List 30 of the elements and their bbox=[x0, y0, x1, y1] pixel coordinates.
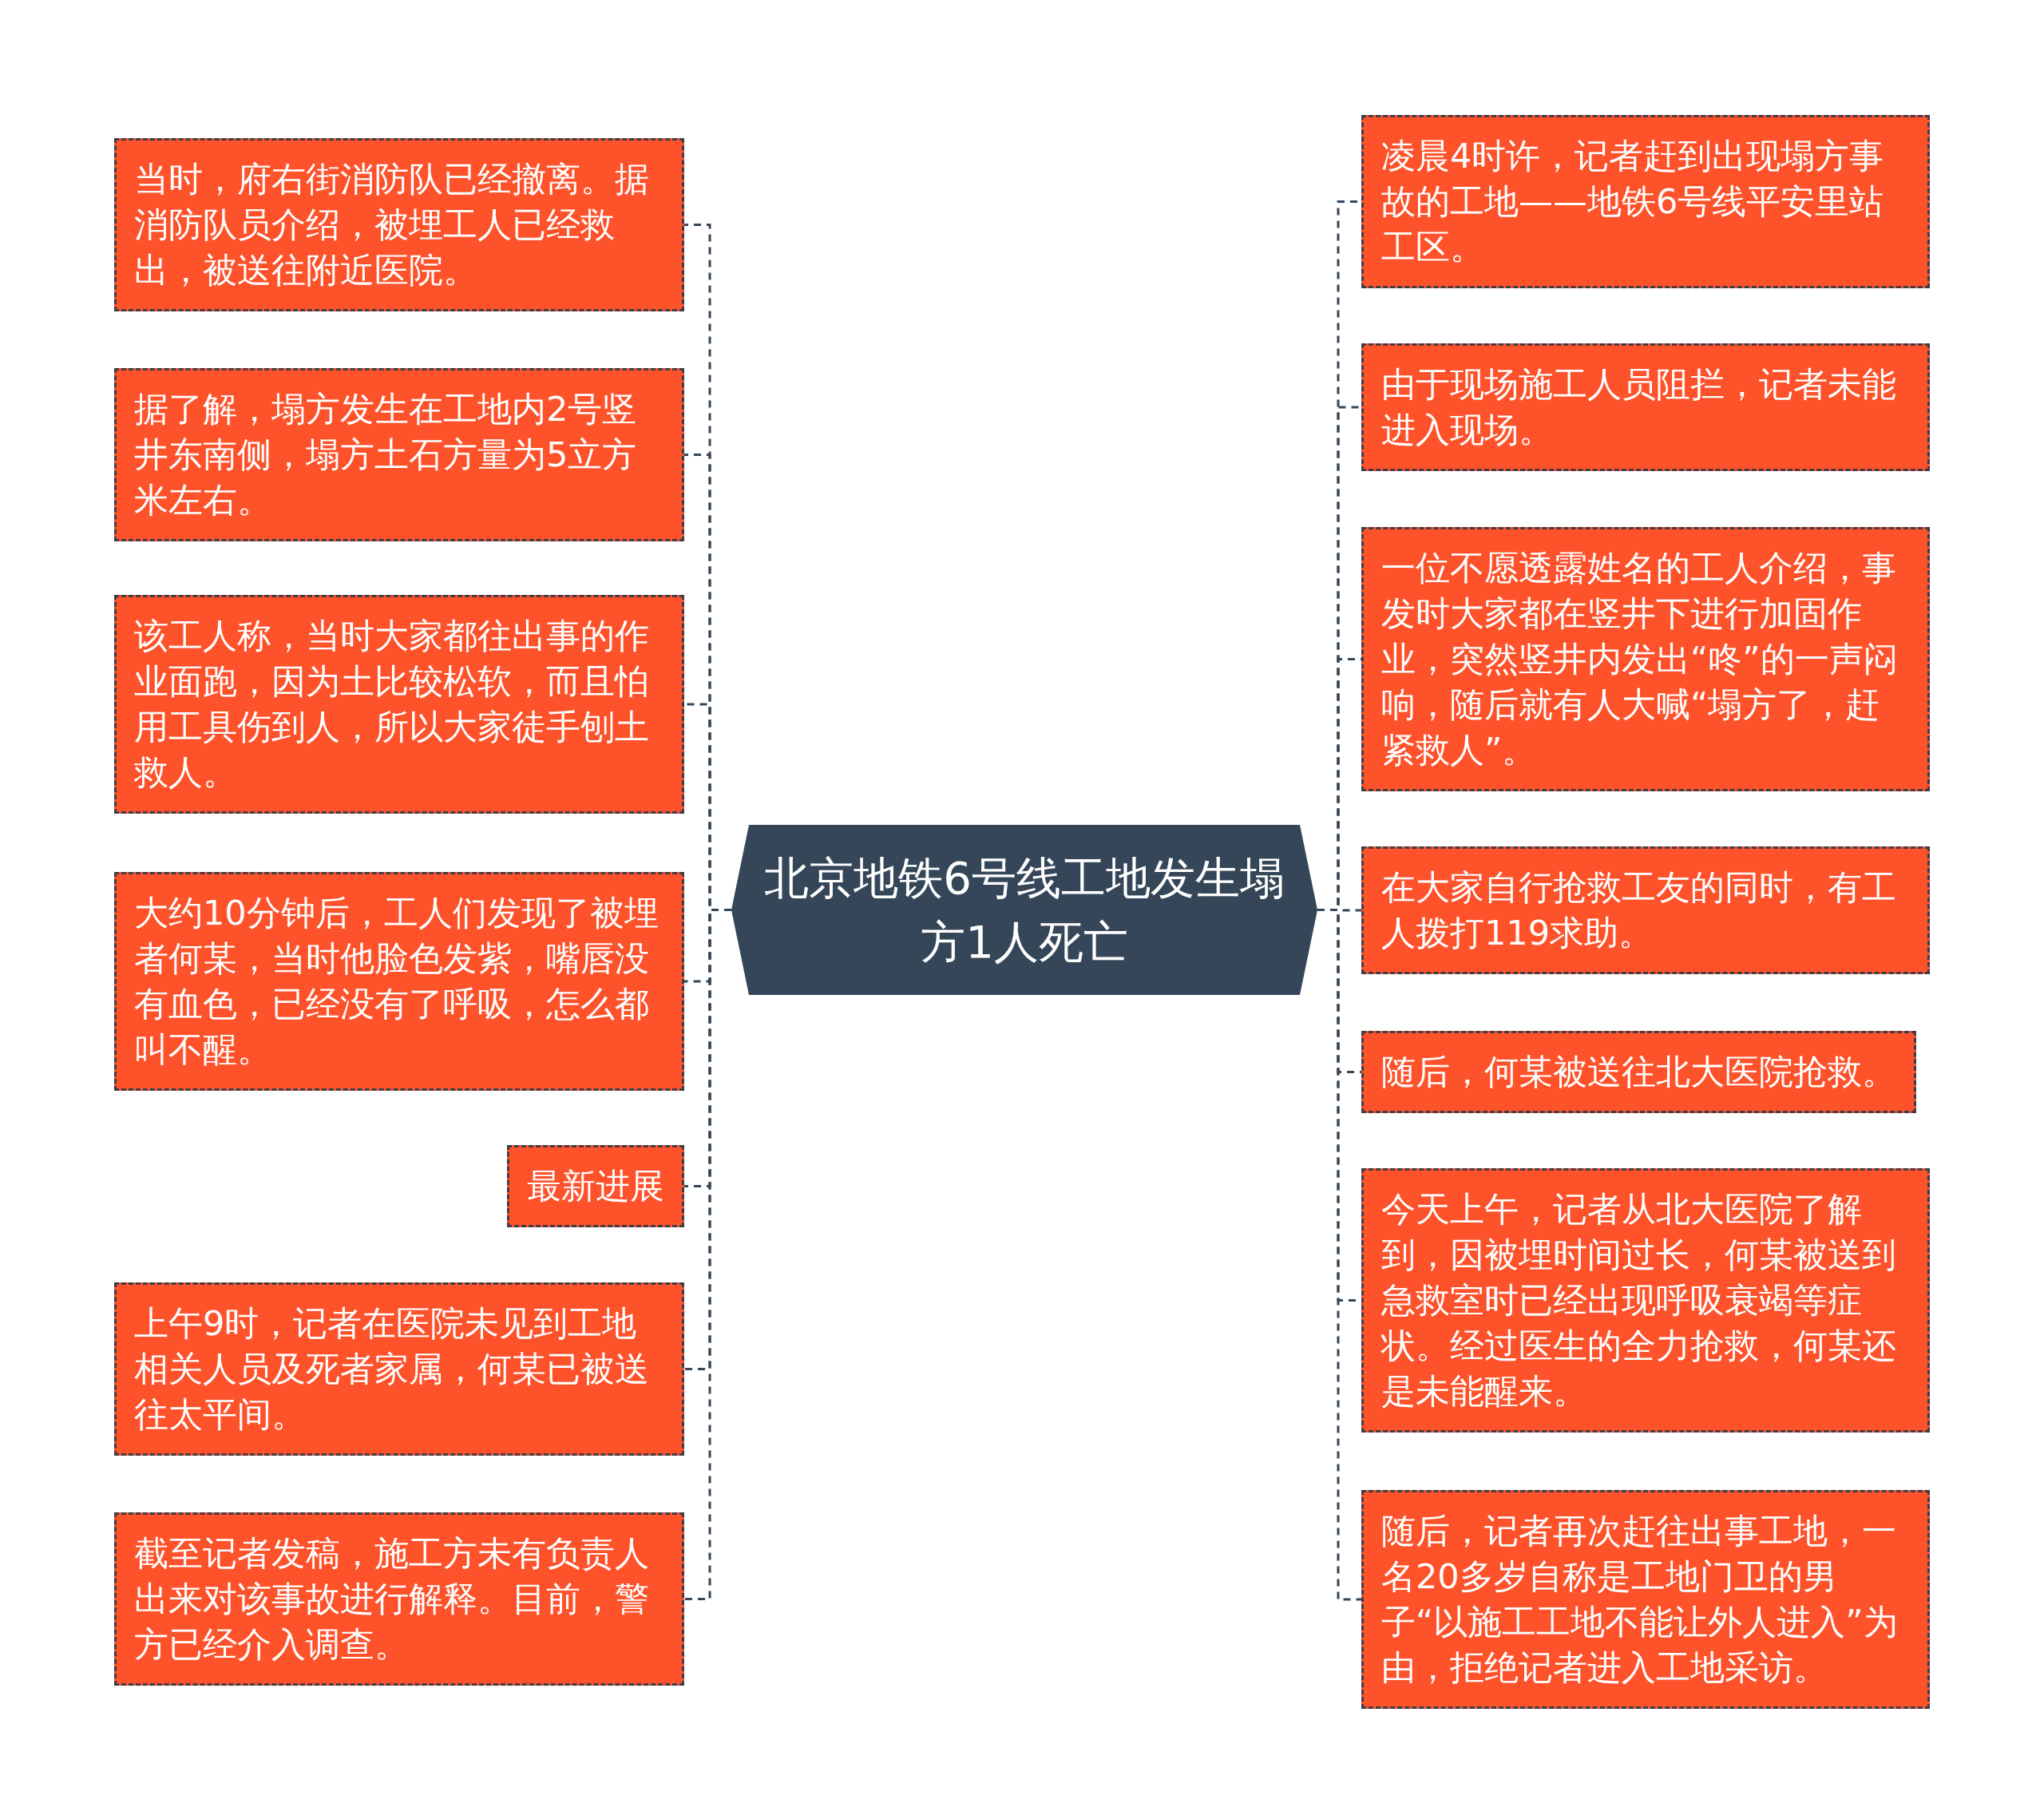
topic-box bbox=[1361, 1490, 1930, 1709]
topic-text: 上午9时，记者在医院未见到工地相关人员及死者家属，何某已被送往太平间。 bbox=[134, 1302, 650, 1436]
topic-box bbox=[114, 595, 684, 814]
topic-box bbox=[114, 1512, 684, 1686]
topic-text: 随后，记者再次赶往出事工地，一名20多岁自称是工地门卫的男子“以施工工地不能让外人进入”为由，拒绝记者进入工地采访。 bbox=[1381, 1510, 1899, 1689]
topic-text: 在大家自行抢救工友的同时，有工人拨打119求助。 bbox=[1381, 866, 1897, 954]
topic-text: 今天上午，记者从北大医院了解到，因被埋时间过长，何某被送到急救室时已经出现呼吸衰竭等症状。经过医生的全力抢救，何某还是未能醒来。 bbox=[1381, 1188, 1897, 1413]
topic-text: 据了解，塌方发生在工地内2号竖井东南侧，塌方土石方量为5立方米左右。 bbox=[134, 388, 638, 521]
topic-text: 最新进展 bbox=[527, 1165, 664, 1207]
topic-text: 由于现场施工人员阻拦，记者未能进入现场。 bbox=[1381, 363, 1897, 451]
topic-box bbox=[1361, 115, 1930, 288]
topic-box bbox=[1361, 1168, 1930, 1433]
topic-box bbox=[1361, 1031, 1916, 1113]
central-topic-hexagon bbox=[731, 825, 1317, 995]
topic-text: 一位不愿透露姓名的工人介绍，事发时大家都在竖井下进行加固作业，突然竖井内发出“咚”的一声闷响，随后就有人大喊“塌方了，赶紧救人”。 bbox=[1381, 547, 1899, 771]
topic-text: 该工人称，当时大家都往出事的作业面跑，因为土比较松软，而且怕用工具伤到人，所以大家徒手刨土救人。 bbox=[134, 615, 650, 794]
central-topic-text: 北京地铁6号线工地发生塌方1人死亡 bbox=[763, 850, 1285, 969]
topic-text: 截至记者发稿，施工方未有负责人出来对该事故进行解释。目前，警方已经介入调查。 bbox=[134, 1532, 650, 1666]
topic-box bbox=[507, 1145, 684, 1227]
topic-text: 随后，何某被送往北大医院抢救。 bbox=[1381, 1051, 1896, 1093]
topic-box bbox=[114, 1282, 684, 1456]
topic-box bbox=[114, 138, 684, 311]
topic-box bbox=[114, 872, 684, 1091]
topic-box bbox=[1361, 527, 1930, 791]
topic-box bbox=[1361, 343, 1930, 471]
topic-box bbox=[114, 368, 684, 541]
topic-text: 大约10分钟后，工人们发现了被埋者何某，当时他脸色发紫，嘴唇没有血色，已经没有了呼吸，怎么都叫不醒。 bbox=[134, 892, 660, 1071]
topic-box bbox=[1361, 846, 1930, 974]
topic-text: 凌晨4时许，记者赶到出现塌方事故的工地——地铁6号线平安里站工区。 bbox=[1381, 135, 1885, 268]
topic-text: 当时，府右街消防队已经撤离。据消防队员介绍，被埋工人已经救出，被送往附近医院。 bbox=[134, 158, 650, 291]
